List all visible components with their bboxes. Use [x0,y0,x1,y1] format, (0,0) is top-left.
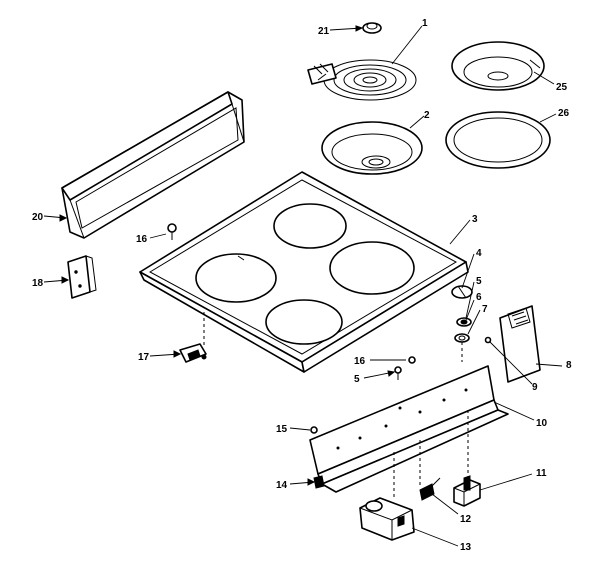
callout-20: 20 [32,212,44,223]
knob-stack [451,285,492,362]
element-knob-part [362,22,382,34]
callout-11: 11 [536,468,547,479]
callout-9: 9 [532,382,538,393]
screw-16-center [408,356,416,364]
callout-26: 26 [558,108,570,119]
callout-3: 3 [472,214,478,225]
callout-5-center: 5 [354,374,360,385]
small-switch-12 [419,477,441,501]
switch-block-11 [453,475,481,507]
clip-part [179,343,207,363]
callout-8: 8 [566,360,572,371]
callout-7: 7 [482,304,488,315]
screw-16-left [167,223,177,240]
callout-6: 6 [476,292,482,303]
callout-17: 17 [138,352,150,363]
receptacle-block-13 [359,497,415,541]
callout-15: 15 [276,424,288,435]
backguard-panel [61,91,245,239]
side-bracket [499,305,541,383]
control-rail [309,365,509,500]
callout-21: 21 [318,26,330,37]
main-cooktop [139,171,469,373]
heating-element-coil [307,59,417,101]
callout-13: 13 [460,542,472,553]
callout-25: 25 [556,82,568,93]
callout-10: 10 [536,418,548,429]
callout-2: 2 [424,110,430,121]
drip-pan-small [451,41,545,91]
bracket-part [67,255,97,299]
callout-1: 1 [422,18,428,29]
screw-15 [310,426,318,434]
callout-18: 18 [32,278,44,289]
callout-16-left: 16 [136,234,148,245]
trim-ring [445,111,551,169]
callout-16-center: 16 [354,356,366,367]
drip-bowl [321,121,423,175]
leader-lines [43,25,563,547]
callout-14: 14 [276,480,288,491]
callout-12: 12 [460,514,472,525]
callout-labels: 21 1 25 26 2 20 16 18 3 4 5 6 7 8 9 17 1… [32,18,572,553]
switch-part-14 [313,475,325,489]
callout-5-top: 5 [476,276,482,287]
callout-4: 4 [476,248,482,259]
screw-5-center [394,366,402,380]
